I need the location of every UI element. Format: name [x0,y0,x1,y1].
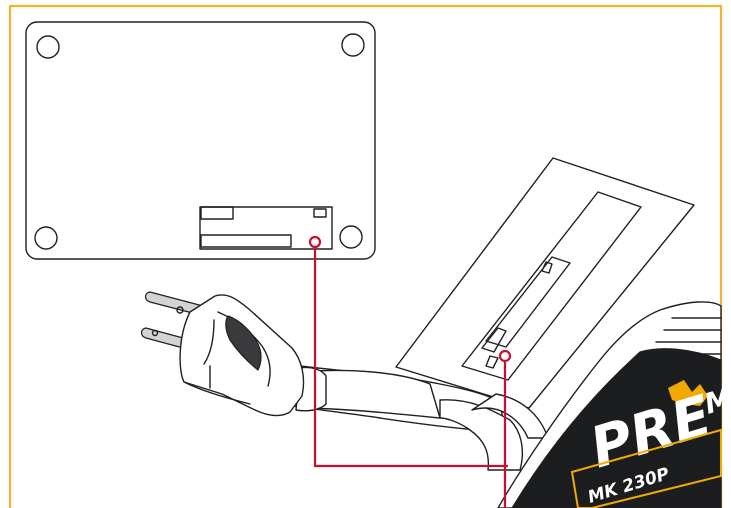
prong-hole [176,306,184,314]
callout-lines [308,235,512,508]
callout-line [313,242,508,468]
bottom-plate-outline [25,21,376,260]
plug-ridge [203,319,215,365]
screw-hole-icon [339,225,363,249]
label-field [200,234,292,248]
screw-hole-icon [34,226,58,250]
label-text-line [485,256,571,348]
label-field [200,206,234,220]
prong-hole [151,329,159,337]
plug-grip [225,315,262,371]
rating-label-outline [199,206,333,250]
label-small-box [481,327,507,353]
plug-icon [140,291,305,417]
brand-logo-icon [668,380,708,406]
label-small-box [485,355,499,369]
model-number-box [570,428,722,508]
plug-edge [183,381,251,405]
callout-marker [498,349,512,363]
device-body: M PRE MK 230P [497,301,731,508]
label-field [313,208,327,218]
label-small-box [541,261,553,274]
cord-label-inner-panel [461,191,642,381]
bottom-plate [25,21,376,260]
callout-marker [308,235,322,249]
frame-border [8,4,723,508]
rating-label-area [199,206,333,250]
power-cord [295,366,549,471]
screw-hole-icon [36,35,60,59]
screw-hole-icon [341,33,365,57]
cord-label-card [395,157,695,409]
